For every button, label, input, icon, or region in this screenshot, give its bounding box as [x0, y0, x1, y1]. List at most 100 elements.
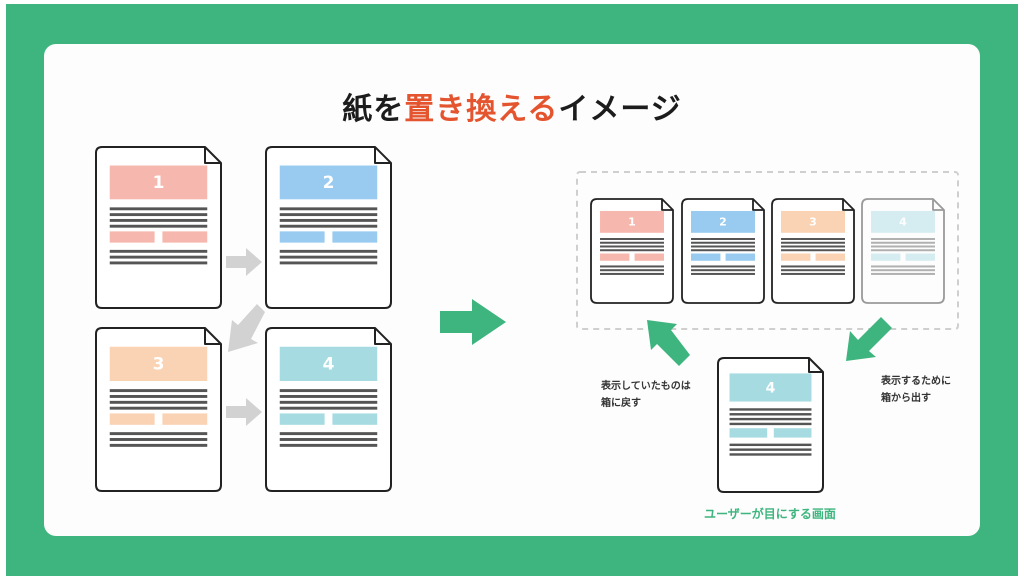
page-number: 3: [153, 355, 165, 375]
arrow-1-to-2: [226, 248, 262, 276]
text-line: [600, 241, 664, 244]
text-line: [691, 249, 755, 252]
content-block: [600, 253, 630, 261]
text-line: [279, 218, 378, 222]
text-line: [109, 432, 208, 436]
text-line: [781, 245, 845, 248]
text-line: [691, 272, 755, 275]
page-1-large: 1: [95, 146, 222, 309]
content-block: [691, 253, 721, 261]
text-line: [279, 389, 378, 393]
page-header-block: [279, 165, 378, 200]
text-line: [279, 394, 378, 398]
page-fold: [204, 147, 221, 164]
text-line: [871, 238, 935, 240]
text-line: [279, 400, 378, 404]
text-line: [279, 406, 378, 410]
text-line: [279, 207, 378, 211]
big-green-arrow: [440, 299, 506, 345]
text-line: [600, 249, 664, 252]
content-block: [109, 413, 155, 425]
page-header-block: [729, 373, 812, 402]
page-header-block: [781, 210, 845, 233]
text-line: [109, 207, 208, 211]
text-line: [600, 272, 664, 275]
page-3-large: 3: [95, 327, 222, 492]
text-line: [109, 255, 208, 259]
text-line: [279, 249, 378, 253]
user-view-caption: ユーザーが目にする画面: [704, 507, 836, 521]
content-block: [815, 253, 845, 261]
title-part2: イメージ: [558, 92, 682, 127]
page-header-block: [600, 210, 664, 233]
page-4-large: 4: [265, 327, 392, 492]
text-line: [279, 224, 378, 228]
content-block: [725, 253, 755, 261]
page-2-large: 2: [265, 146, 392, 309]
page-number: 1: [628, 216, 636, 229]
text-line: [600, 245, 664, 248]
text-line: [279, 443, 378, 447]
content-block: [162, 231, 208, 243]
dashed-box: [576, 171, 959, 330]
page-3-small: 3: [771, 198, 855, 304]
text-line: [279, 261, 378, 265]
text-line: [729, 408, 812, 411]
text-line: [691, 265, 755, 268]
text-line: [729, 448, 812, 451]
text-line: [109, 406, 208, 410]
title-part1: 紙を: [342, 92, 405, 127]
page-4-display: 4: [717, 357, 824, 493]
page-header-block: [871, 210, 935, 233]
page-header-block: [279, 346, 378, 381]
content-block: [162, 413, 208, 425]
text-line: [729, 453, 812, 456]
label-take-line2: 箱から出す: [881, 393, 931, 404]
green-arrow-return: [647, 320, 690, 366]
text-line: [691, 241, 755, 244]
content-block: [279, 231, 325, 243]
content-block: [634, 253, 664, 261]
label-return: 表示していたものは 箱に戻す: [601, 378, 691, 412]
text-line: [600, 265, 664, 268]
page-fold: [932, 199, 944, 211]
text-line: [109, 218, 208, 222]
page-fold: [752, 199, 764, 211]
content-block: [332, 413, 378, 425]
green-arrow-take: [846, 317, 892, 361]
text-line: [691, 238, 755, 240]
label-return-line2: 箱に戻す: [601, 398, 641, 409]
page-2-small: 2: [681, 198, 765, 304]
page-number: 2: [719, 216, 727, 229]
page-number: 2: [323, 173, 335, 193]
text-line: [729, 443, 812, 447]
text-line: [871, 272, 935, 275]
page-header-block: [109, 165, 208, 200]
page-fold: [808, 358, 823, 373]
text-line: [781, 238, 845, 240]
text-line: [109, 400, 208, 404]
text-line: [781, 265, 845, 268]
arrow-2-to-3: [228, 304, 265, 352]
text-line: [109, 443, 208, 447]
text-line: [871, 249, 935, 252]
page-number: 4: [899, 216, 907, 229]
page-fold: [661, 199, 673, 211]
label-take-line1: 表示するために: [881, 376, 951, 387]
page-number: 3: [809, 216, 817, 229]
text-line: [600, 269, 664, 272]
content-block: [109, 231, 155, 243]
text-line: [279, 438, 378, 441]
text-line: [279, 432, 378, 436]
content-block: [773, 428, 812, 438]
text-line: [871, 245, 935, 248]
arrow-3-to-4: [226, 398, 262, 426]
page-outline: [861, 198, 945, 304]
text-line: [871, 269, 935, 272]
text-line: [691, 269, 755, 272]
page-header-block: [109, 346, 208, 381]
page-fold: [842, 199, 854, 211]
text-line: [109, 249, 208, 253]
content-block: [871, 253, 901, 261]
